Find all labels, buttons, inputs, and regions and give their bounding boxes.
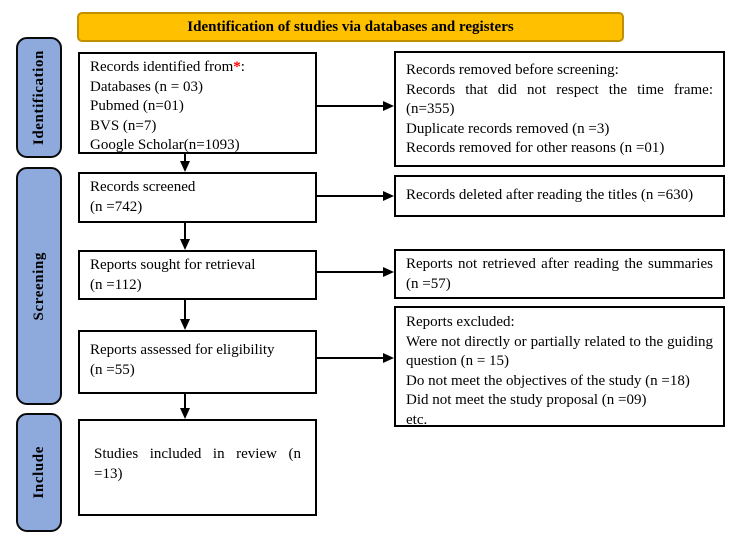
text-line: Reports not retrieved after reading the … <box>406 256 713 292</box>
box-records-identified: Records identified from*: Databases (n =… <box>78 52 317 154</box>
text-line: Google Scholar(n=1093) <box>90 137 240 153</box>
arrow-sought-to-not-retrieved <box>317 267 394 277</box>
text-line: Reports assessed for eligibility <box>90 342 275 358</box>
box-records-screened: Records screened (n =742) <box>78 172 317 223</box>
box-records-deleted: Records deleted after reading the titles… <box>394 175 725 217</box>
box-reports-excluded: Reports excluded: Were not directly or pa… <box>394 306 725 428</box>
box-records-removed-before-screening: Records removed before screening: Records… <box>394 51 725 167</box>
text-line: Studies included in review (n =13) <box>94 446 301 482</box>
text-line: Pubmed (n=01) <box>90 98 184 114</box>
text-line: Reports sought for retrieval <box>90 257 256 273</box>
title-suffix: : <box>240 59 245 75</box>
footnote-asterisk: * <box>233 59 241 75</box>
banner-title: Identification of studies via databases … <box>77 12 624 42</box>
text-line: Records that did not respect the time fr… <box>406 81 713 118</box>
arrow-identified-to-removed <box>317 101 394 111</box>
stage-identification-label: Identification <box>30 49 47 146</box>
arrow-identified-to-screened <box>180 154 190 172</box>
arrow-screened-to-deleted <box>317 191 394 201</box>
arrow-sought-to-assessed <box>180 300 190 330</box>
title-prefix: Records identified from <box>90 59 234 75</box>
text-line: Were not directly or partially related t… <box>406 333 713 370</box>
box-reports-assessed: Reports assessed for eligibility (n =55) <box>78 330 317 394</box>
text-line: Do not meet the objectives of the study … <box>406 372 690 389</box>
text-line: Databases (n = 03) <box>90 78 204 95</box>
text-line: (n =112) <box>90 276 142 293</box>
text-line: Records removed before screening: <box>406 62 619 78</box>
arrow-assessed-to-excluded <box>317 353 394 363</box>
box-reports-sought: Reports sought for retrieval (n =112) <box>78 250 317 300</box>
text-line: BVS (n=7) <box>90 117 157 134</box>
text-line: (n =742) <box>90 198 143 215</box>
box-records-identified-title: Records identified from*: <box>90 58 305 78</box>
text-line: Records deleted after reading the titles… <box>406 187 694 203</box>
text-line: Records screened <box>90 179 196 195</box>
stage-include-label: Include <box>30 446 47 499</box>
text-line: Reports excluded: <box>406 314 515 330</box>
text-line: Duplicate records removed (n =3) <box>406 120 610 137</box>
stage-screening-label: Screening <box>30 251 47 321</box>
text-line: Records removed for other reasons (n =01… <box>406 140 665 156</box>
text-line: (n =55) <box>90 361 135 378</box>
arrow-screened-to-sought <box>180 223 190 250</box>
banner-title-text: Identification of studies via databases … <box>187 18 514 35</box>
stage-screening: Screening <box>16 167 62 405</box>
text-line: Did not meet the study proposal (n =09) <box>406 392 647 408</box>
stage-include: Include <box>16 413 62 532</box>
stage-identification: Identification <box>16 37 62 158</box>
arrow-assessed-to-included <box>180 394 190 419</box>
text-line: etc. <box>406 411 428 428</box>
box-reports-not-retrieved: Reports not retrieved after reading the … <box>394 249 725 299</box>
box-studies-included: Studies included in review (n =13) <box>78 419 317 516</box>
box-records-identified-lines: Databases (n = 03) Pubmed (n=01) BVS (n=7)… <box>90 78 305 156</box>
